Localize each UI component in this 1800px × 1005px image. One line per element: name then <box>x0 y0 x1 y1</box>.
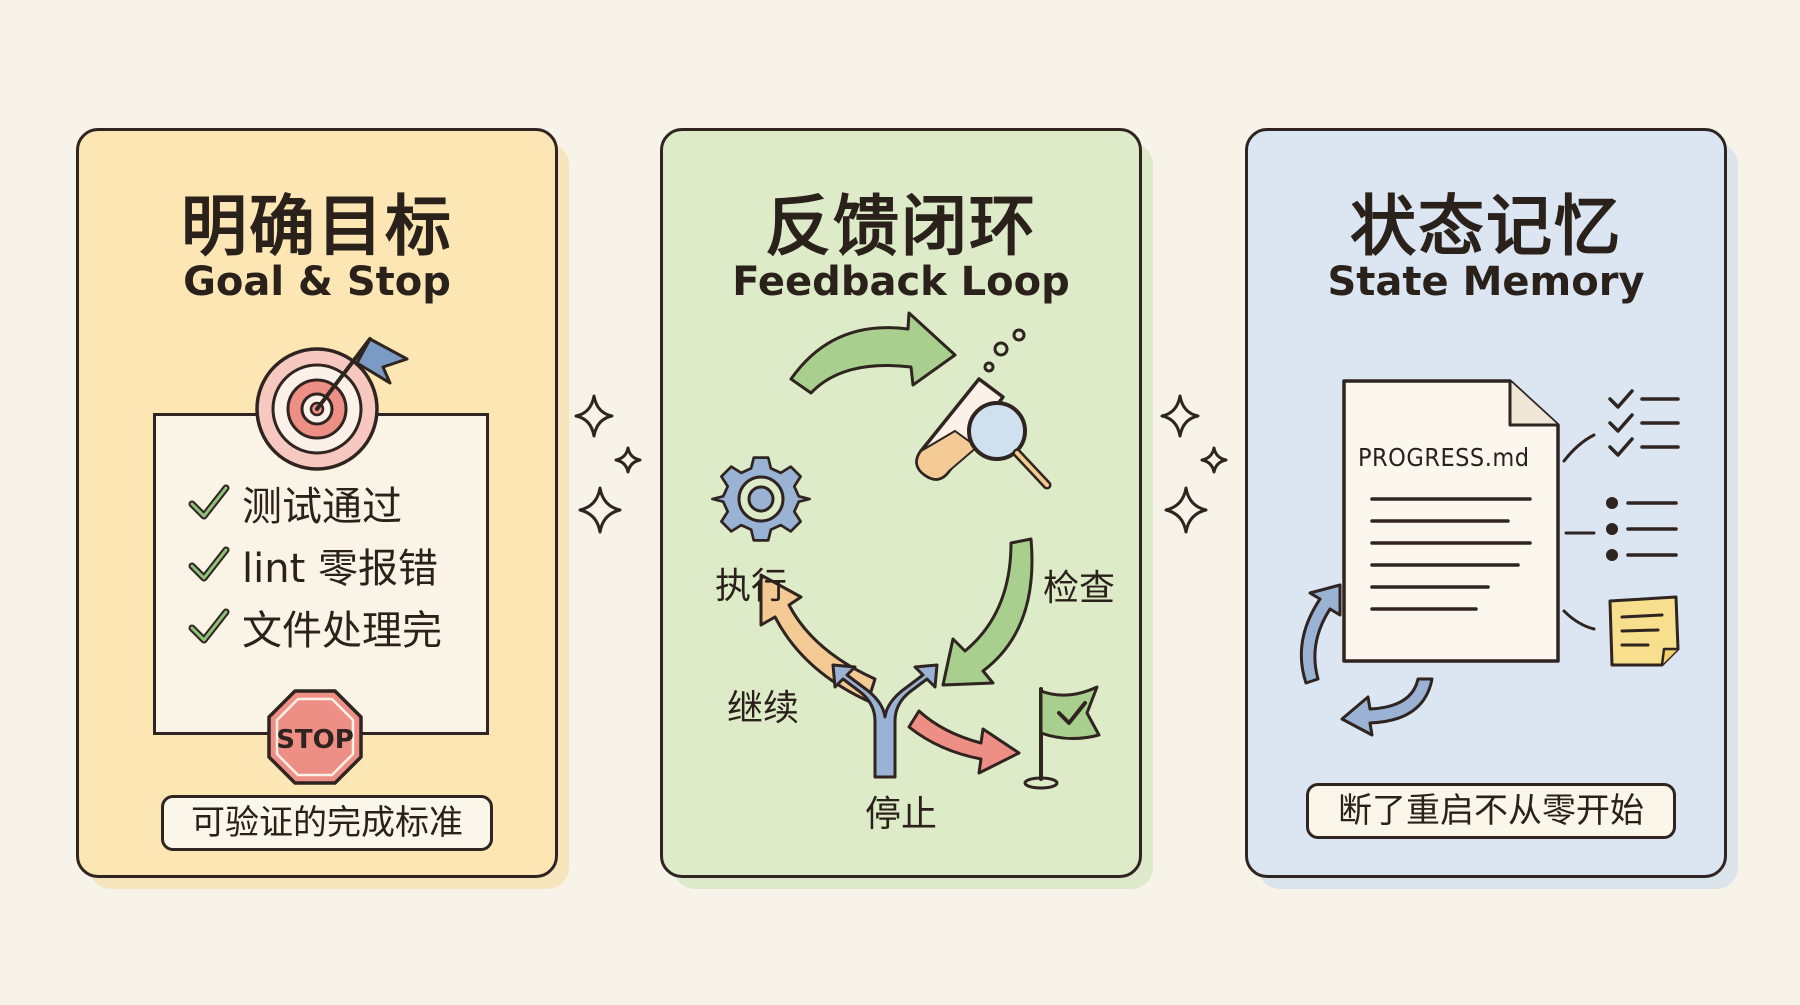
loop-arrow-right <box>941 537 1034 687</box>
memory-title: 状态记忆 <box>1350 188 1622 265</box>
loop-node-check: 检查 <box>1043 568 1116 609</box>
loop-arrow-top <box>789 311 957 395</box>
loop-node-continue: 继续 <box>727 688 800 729</box>
checklist-icon <box>1608 389 1680 457</box>
memory-panel: 状态记忆 State Memory <box>1245 128 1738 889</box>
memory-tag: 断了重启不从零开始 <box>1306 783 1676 839</box>
check-icon <box>1057 701 1087 725</box>
sparkle-icon <box>574 394 614 438</box>
loop-node-stop: 停止 <box>865 794 938 835</box>
fork-icon <box>831 663 939 779</box>
check-icon <box>188 484 230 520</box>
feedback-loop-diagram <box>711 311 1101 790</box>
sparkle-group-left <box>574 394 642 534</box>
check-icon <box>188 546 230 582</box>
magnifier-icon <box>967 401 1052 490</box>
goal-subtitle: Goal & Stop <box>183 259 451 305</box>
sparkle-icon <box>614 446 642 474</box>
sparkle-icon <box>1200 446 1228 474</box>
checklist-item: 测试通过 <box>186 478 402 530</box>
goal-tag: 可验证的完成标准 <box>161 795 493 851</box>
sticky-note-icon <box>1608 595 1680 667</box>
goal-title: 明确目标 <box>181 188 453 265</box>
progress-file-name: PROGRESS.md <box>1358 443 1530 472</box>
checklist-item-label: lint 零报错 <box>242 546 438 592</box>
goal-panel: 明确目标 Goal & Stop 测试通过 lint 零报错 文件处理完 STO… <box>76 128 569 889</box>
loop-title: 反馈闭环 <box>765 188 1037 265</box>
loop-panel: 反馈闭环 Feedback Loop <box>660 128 1153 889</box>
loop-subtitle: Feedback Loop <box>732 259 1070 305</box>
sparkle-icon <box>1164 486 1208 534</box>
checklist-item-label: 测试通过 <box>242 484 402 530</box>
loop-arrow-stop <box>907 709 1021 775</box>
sparkle-icon <box>578 486 622 534</box>
check-icon <box>188 608 230 644</box>
finish-flag-icon <box>1023 685 1101 790</box>
stop-sign-icon: STOP <box>267 689 363 785</box>
checklist-item: 文件处理完 <box>186 602 442 654</box>
checklist-item-label: 文件处理完 <box>242 608 442 654</box>
document-icon <box>1342 379 1560 663</box>
flag-icon <box>315 337 409 411</box>
checklist-item: lint 零报错 <box>186 540 438 592</box>
refresh-arrows-icon <box>1299 583 1434 737</box>
state-memory-diagram <box>1299 379 1680 737</box>
stop-sign-text: STOP <box>276 725 354 755</box>
sparkle-group-right <box>1160 394 1228 534</box>
loop-node-execute: 执行 <box>715 566 788 607</box>
bullet-list-icon <box>1606 497 1678 561</box>
test-tube-icon <box>915 328 1026 481</box>
sparkle-icon <box>1160 394 1200 438</box>
gear-icon <box>711 456 811 542</box>
target-icon <box>255 337 409 471</box>
memory-subtitle: State Memory <box>1327 259 1645 305</box>
